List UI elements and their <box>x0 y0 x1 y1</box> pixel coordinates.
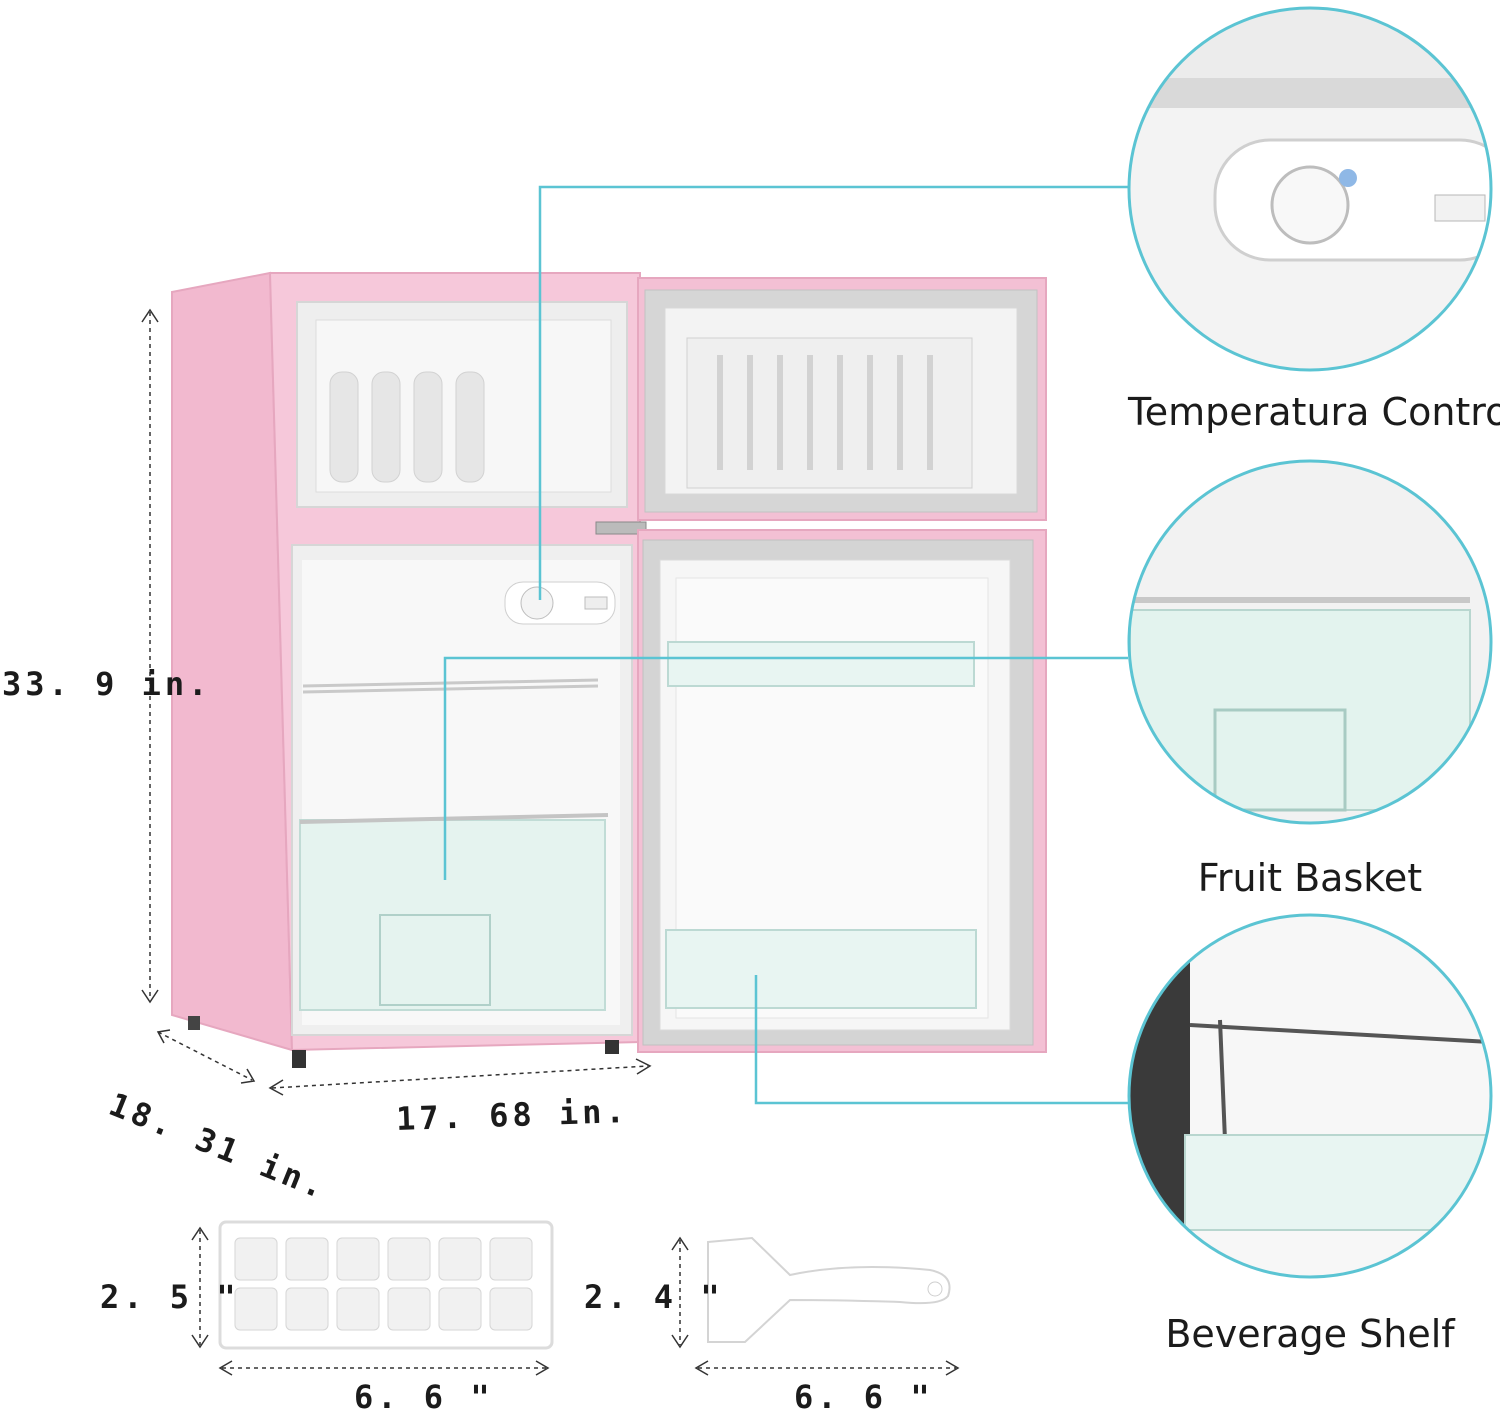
temperature-zoom-circle <box>1127 6 1493 372</box>
wire-shelf <box>302 678 599 694</box>
freezer-door <box>637 277 1047 521</box>
ice-tray-height-label: 2. 5 " <box>100 1278 240 1316</box>
callout-lines <box>443 185 1128 1105</box>
beverage-shelf-zoom-circle <box>1127 913 1493 1279</box>
fruit-basket-label: Fruit Basket <box>1197 856 1423 900</box>
refrigerator <box>171 271 647 1068</box>
height-dimension-label: 33. 9 in. <box>2 665 212 703</box>
fridge-door <box>637 529 1047 1053</box>
fruit-basket-zoom-circle <box>1127 459 1493 825</box>
crisper-basket <box>299 813 609 1011</box>
width-dimension-label: 17. 68 in. <box>395 1091 630 1139</box>
scraper-height-label: 2. 4 " <box>584 1278 724 1316</box>
ice-scraper <box>707 1236 951 1343</box>
door-shelf-upper <box>667 641 975 687</box>
scraper-width-label: 6. 6 " <box>794 1378 934 1416</box>
dimension-lines <box>149 312 956 1369</box>
ice-tray-width-label: 6. 6 " <box>354 1378 494 1416</box>
beverage-shelf-label: Beverage Shelf <box>1165 1312 1455 1356</box>
temperature-control-label: Temperatura Control <box>1128 390 1500 434</box>
door-shelf-lower <box>665 929 977 1009</box>
ice-tray <box>218 1220 554 1350</box>
